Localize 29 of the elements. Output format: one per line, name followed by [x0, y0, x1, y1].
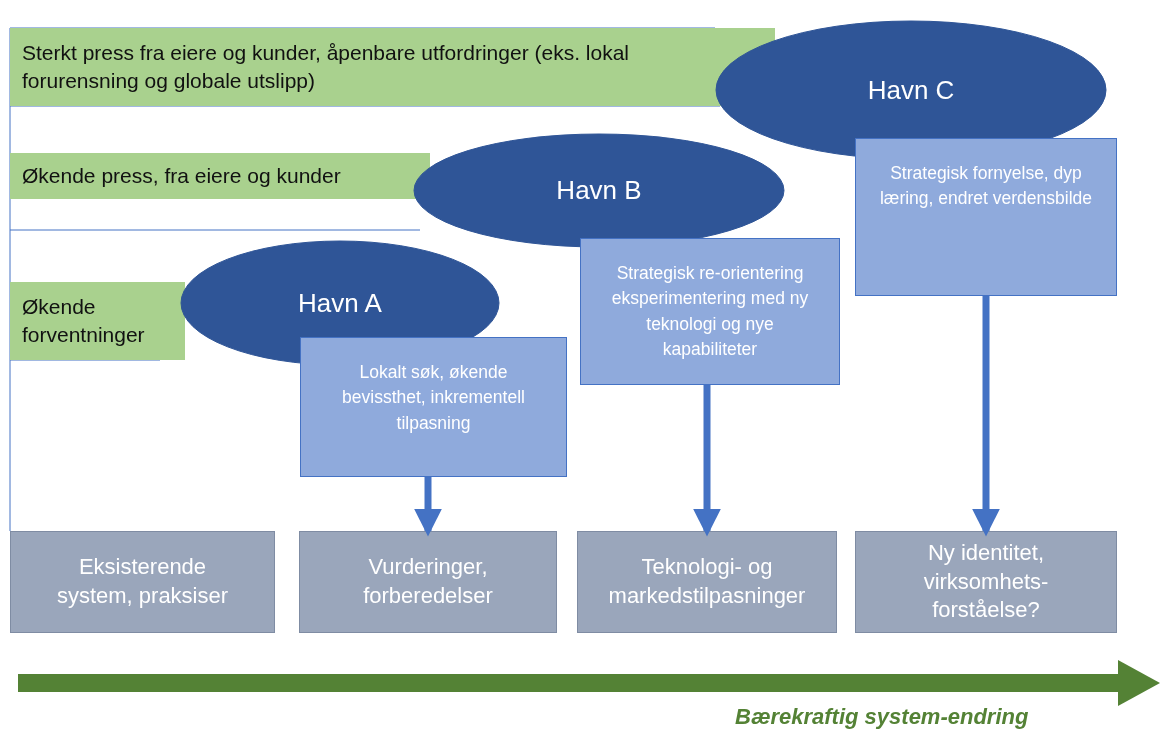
strategy-box: [300, 337, 567, 477]
outcome-box: [299, 531, 557, 633]
port-ellipse: [413, 133, 785, 248]
strategy-box: [580, 238, 840, 385]
ellipse-label: Havn A: [298, 287, 382, 319]
ellipse-label: Havn C: [867, 74, 955, 106]
arrow: [693, 385, 721, 537]
pressure-band: [10, 282, 185, 360]
band-label: Økende forventninger: [22, 293, 142, 348]
outcome-box: [855, 531, 1117, 633]
arrow: [414, 477, 442, 537]
outcome-text: Ny identitet, virksomhets-forståelse?: [922, 539, 1050, 625]
outcome-box: [577, 531, 837, 633]
arrow: [972, 296, 1000, 537]
outcome-text: Teknologi- og markedstilpasninger: [607, 553, 807, 610]
strategy-text: Lokalt søk, økende bevissthet, inkrementell tilpasning: [341, 361, 526, 435]
outcome-text: Vurderinger, forberedelser: [362, 553, 494, 610]
pressure-band: [10, 153, 430, 199]
outcome-text: Eksisterende system, praksiser: [55, 553, 230, 610]
strategy-text: Strategisk re-orientering eksperimentering med ny teknologi og nye kapabiliteter: [610, 262, 810, 362]
port-ellipse: [715, 20, 1107, 160]
axis-caption: Bærekraftig system-endring: [735, 704, 1029, 730]
outcome-box: [10, 531, 275, 633]
strategy-text: Strategisk fornyelse, dyp læring, endret verdensbilde: [878, 162, 1094, 211]
strategy-box: [855, 138, 1117, 296]
band-label: Økende press, fra eiere og kunder: [22, 162, 341, 189]
ellipse-label: Havn B: [556, 175, 642, 206]
band-label: Sterkt press fra eiere og kunder, åpenbare utfordringer (eks. lokal forurensning og globale utslipp): [22, 39, 630, 94]
pressure-band: [10, 28, 775, 106]
